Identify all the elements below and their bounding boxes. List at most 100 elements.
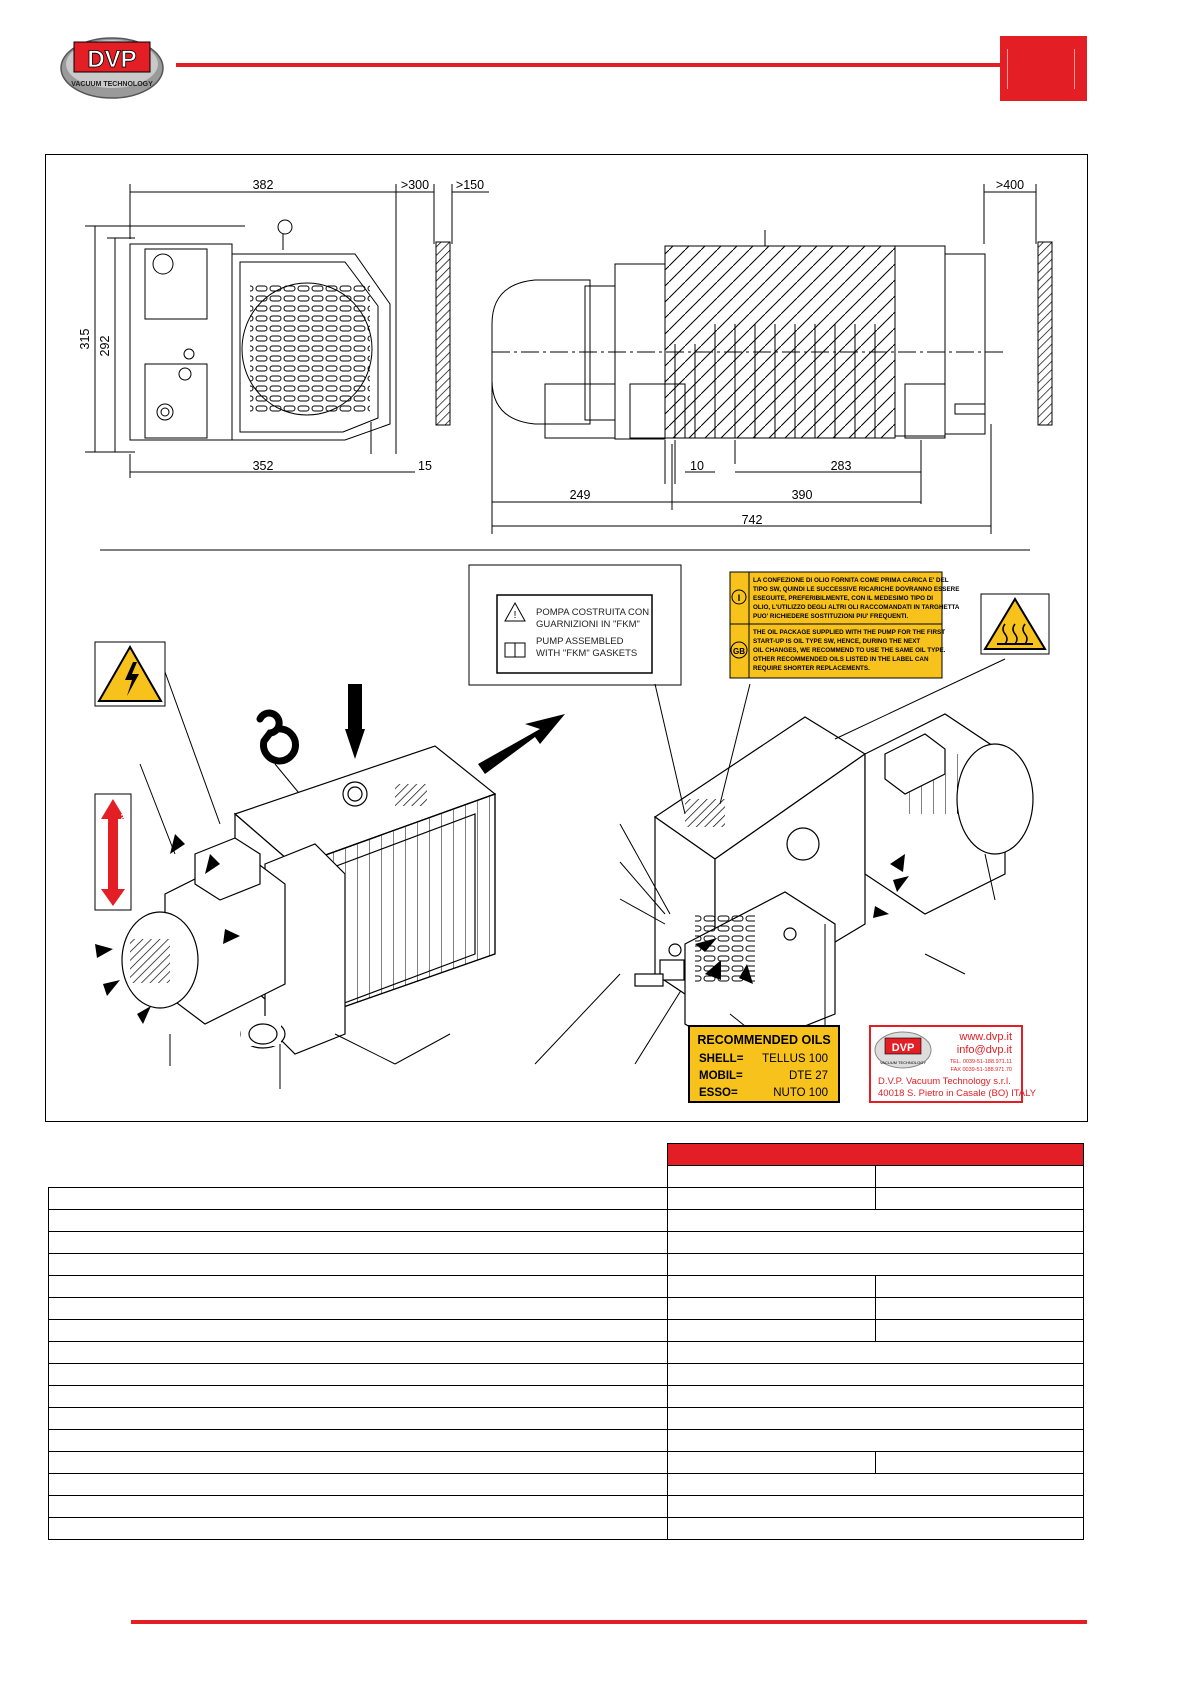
- table-cell: [667, 1363, 1084, 1386]
- plate-logo: DVP: [892, 1042, 915, 1054]
- table-row: [47, 1297, 1084, 1320]
- table-cell: [47, 1297, 669, 1320]
- dim-gt150: >150: [456, 178, 484, 192]
- table-cell: [47, 1341, 669, 1364]
- fkm-line2: GUARNIZIONI IN "FKM": [536, 619, 640, 630]
- table-cell: [47, 1407, 669, 1430]
- table-cell: [667, 1253, 1084, 1276]
- dim-249: 249: [570, 488, 591, 502]
- plate-email: info@dvp.it: [957, 1044, 1012, 1056]
- dim-10: 10: [690, 459, 704, 473]
- lifting-hook-icon: [256, 709, 299, 765]
- table-cell: [667, 1385, 1084, 1408]
- table-subheader-blank: [49, 1166, 668, 1188]
- table-cell: [667, 1495, 1084, 1518]
- table-cell: [667, 1451, 877, 1474]
- svg-text:!: !: [514, 610, 517, 621]
- table-header-row: [49, 1143, 1084, 1166]
- table-cell: [875, 1451, 1084, 1474]
- logo-text: DVP: [87, 46, 136, 73]
- table-cell: [667, 1187, 877, 1210]
- recommended-oils-label: RECOMMENDED OILS SHELL= TELLUS 100 MOBIL…: [688, 1025, 840, 1103]
- dim-390: 390: [792, 488, 813, 502]
- table-row: [47, 1231, 1084, 1254]
- table-row: [47, 1363, 1084, 1386]
- table-cell: [47, 1495, 669, 1518]
- table-row: [47, 1341, 1084, 1364]
- table-cell: [47, 1517, 669, 1540]
- hot-surface-warning-icon: [980, 593, 1050, 655]
- pump-right-isometric: [634, 713, 1034, 1055]
- dim-292: 292: [98, 336, 112, 357]
- table-subheader-row: [49, 1165, 1084, 1188]
- table-cell: [667, 1517, 1084, 1540]
- table-cell: [47, 1451, 669, 1474]
- front-view: [85, 184, 489, 478]
- oil-notice-i-line: PUO' RICHIEDERE SOSTITUZIONI PIU' FREQUE…: [753, 613, 908, 620]
- table-row: [47, 1451, 1084, 1474]
- table-cell: [47, 1275, 669, 1298]
- table-row: [47, 1319, 1084, 1342]
- table-header-red: [667, 1143, 1084, 1166]
- rotation-text-left: ROTATION: [99, 837, 108, 878]
- table-row: [47, 1517, 1084, 1540]
- table-row: [47, 1429, 1084, 1452]
- plate-tel: TEL. 0039-51-188.971.11: [950, 1059, 1012, 1065]
- oil-type: TELLUS 100: [762, 1053, 828, 1065]
- drawing-frame: [45, 154, 1088, 1122]
- table-cell: [875, 1275, 1084, 1298]
- footer-rule: [131, 1620, 1087, 1624]
- side-view: [491, 184, 1053, 534]
- oil-brand: MOBIL=: [699, 1070, 743, 1082]
- table-cell: [667, 1319, 877, 1342]
- table-cell: [47, 1363, 669, 1386]
- oil-notice-i-line: OLIO, L'UTILIZZO DEGLI ALTRI OLI RACCOMA…: [753, 604, 960, 611]
- table-cell: [667, 1429, 1084, 1452]
- fkm-line4: WITH "FKM" GASKETS: [536, 648, 637, 659]
- table-cell: [667, 1297, 877, 1320]
- technical-drawing: 382 >300 >150 >400 315 292 352 15 10 283…: [78, 178, 1053, 1103]
- table-cell: [47, 1231, 669, 1254]
- dim-742: 742: [742, 513, 763, 527]
- oil-type: DTE 27: [789, 1070, 828, 1082]
- plate-address: 40018 S. Pietro in Casale (BO) ITALY: [878, 1088, 1037, 1099]
- table-cell: [47, 1473, 669, 1496]
- table-cell: [47, 1209, 669, 1232]
- dvp-nameplate: DVP VACUUM TECHNOLOGY www.dvp.it info@dv…: [869, 1025, 1037, 1103]
- table-cell: [667, 1231, 1084, 1254]
- fkm-line1: POMPA COSTRUITA CON: [536, 607, 649, 618]
- electrical-warning-icon: [94, 641, 166, 707]
- dim-15: 15: [418, 459, 432, 473]
- airflow-arrows-right: [695, 854, 909, 984]
- oil-brand: ESSO=: [699, 1087, 738, 1099]
- dim-382: 382: [253, 178, 274, 192]
- table-row: [47, 1209, 1084, 1232]
- oil-notice-gb-line: THE OIL PACKAGE SUPPLIED WITH THE PUMP F…: [753, 629, 945, 636]
- table-cell: [47, 1319, 669, 1342]
- table-row: [47, 1275, 1084, 1298]
- table-row: [47, 1187, 1084, 1210]
- fkm-line3: PUMP ASSEMBLED: [536, 636, 624, 647]
- oil-notice-gb-line: REQUIRE SHORTER REPLACEMENTS.: [753, 665, 870, 672]
- oil-notice-gb-line: START-UP IS OIL TYPE SW, HENCE, DURING T…: [753, 638, 920, 645]
- table-cell: [47, 1429, 669, 1452]
- oil-notice-i-line: LA CONFEZIONE DI OLIO FORNITA COME PRIMA…: [753, 577, 949, 584]
- dim-gt300: >300: [401, 178, 429, 192]
- oil-notice-i-line: TIPO SW, QUINDI LE SUCCESSIVE RICARICHE …: [753, 586, 959, 593]
- table-header-blank: [49, 1144, 668, 1166]
- plate-logo-sub: VACUUM TECHNOLOGY: [880, 1060, 926, 1065]
- dim-315: 315: [78, 329, 92, 350]
- table-row: [47, 1253, 1084, 1276]
- rotation-label: ROTATION ROTATION: [94, 793, 132, 911]
- fkm-label: ! POMPA COSTRUITA CON GUARNIZIONI IN "FK…: [468, 564, 682, 686]
- table-cell: [47, 1385, 669, 1408]
- table-cell: [875, 1319, 1084, 1342]
- table-row: [47, 1495, 1084, 1518]
- dim-283: 283: [831, 459, 852, 473]
- logo-subtext: VACUUM TECHNOLOGY: [71, 81, 153, 88]
- oil-type: NUTO 100: [773, 1087, 828, 1099]
- table-cell: [667, 1407, 1084, 1430]
- oil-notice-label: I GB LA CONFEZIONE DI OLIO FORNITA COME …: [729, 571, 960, 679]
- table-cell: [667, 1275, 877, 1298]
- plate-website: www.dvp.it: [958, 1031, 1012, 1043]
